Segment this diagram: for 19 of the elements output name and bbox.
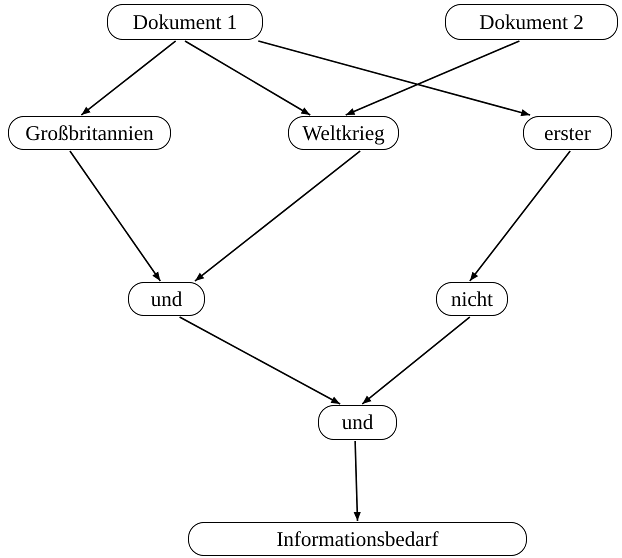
arrow — [69, 150, 161, 282]
arrow — [179, 316, 340, 405]
rounded-node: und — [318, 405, 397, 440]
arrow — [469, 150, 571, 282]
arrow — [258, 40, 530, 116]
rounded-node: erster — [523, 116, 612, 150]
rounded-node: Informationsbedarf — [188, 522, 527, 556]
rounded-node: Großbritannien — [8, 116, 171, 150]
rounded-node: nicht — [436, 282, 508, 316]
arrow — [354, 440, 361, 522]
arrow — [194, 150, 361, 282]
rounded-node: Dokument 2 — [445, 4, 618, 40]
arrow — [345, 40, 520, 116]
arrow — [80, 40, 176, 116]
arrow — [362, 316, 470, 405]
rounded-node: Dokument 1 — [107, 4, 263, 40]
arrow — [184, 40, 311, 116]
rounded-node: Weltkrieg — [288, 116, 399, 150]
rounded-node: und — [128, 282, 205, 316]
